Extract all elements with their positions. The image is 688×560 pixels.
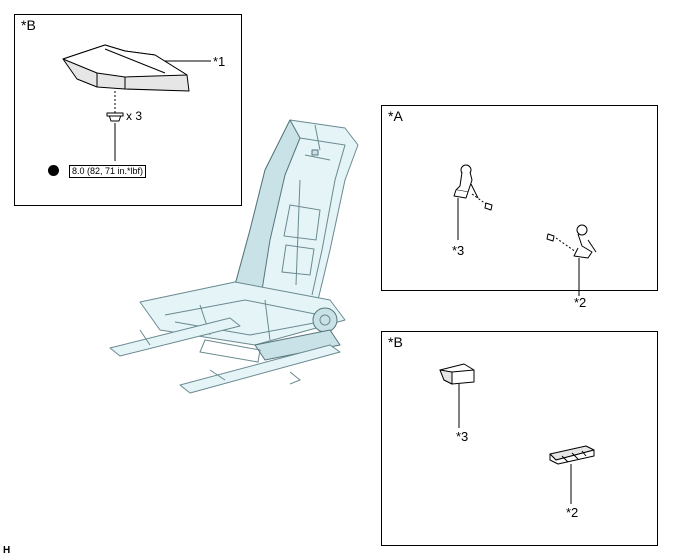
cover-part-3 (439, 363, 475, 385)
panel-a-drawing (453, 164, 597, 296)
seat-mechanism (199, 307, 341, 363)
figure-code: H (3, 545, 11, 556)
cover-part-2 (549, 445, 595, 465)
bracket-part-3 (453, 164, 479, 199)
panel-b-bottom-title: *B (388, 334, 403, 350)
bolt-a1 (484, 202, 493, 211)
clip-fastener (106, 112, 124, 122)
panel-b-top-title: *B (21, 17, 36, 33)
panel-b-bottom: *B *3 *2 (381, 331, 658, 546)
panel-a: *A *3 *2 (381, 105, 658, 310)
callout-a3: *3 (452, 243, 465, 258)
panel-b-top-drawing (62, 44, 211, 161)
callout-1: *1 (213, 54, 226, 69)
quantity-label: x 3 (126, 109, 143, 123)
seat-cover-part-1 (62, 44, 190, 92)
seatback-frame (234, 119, 359, 301)
callout-b3: *3 (456, 429, 469, 444)
bolt-a2 (546, 233, 555, 242)
panel-b-bottom-drawing (439, 363, 595, 504)
callout-a2: *2 (574, 295, 587, 310)
bracket-part-2 (573, 224, 597, 259)
panel-b-top: *B *1 x 3 8.0 (82, 71 in.*lbf) (14, 14, 242, 206)
torque-symbol-icon (48, 165, 59, 176)
dashed-guide-a1 (471, 193, 487, 205)
callout-b2: *2 (566, 505, 579, 520)
seat-rails (109, 317, 341, 394)
dashed-guide-a2 (555, 237, 577, 253)
panel-a-title: *A (388, 108, 403, 124)
torque-spec: 8.0 (82, 71 in.*lbf) (69, 165, 147, 178)
